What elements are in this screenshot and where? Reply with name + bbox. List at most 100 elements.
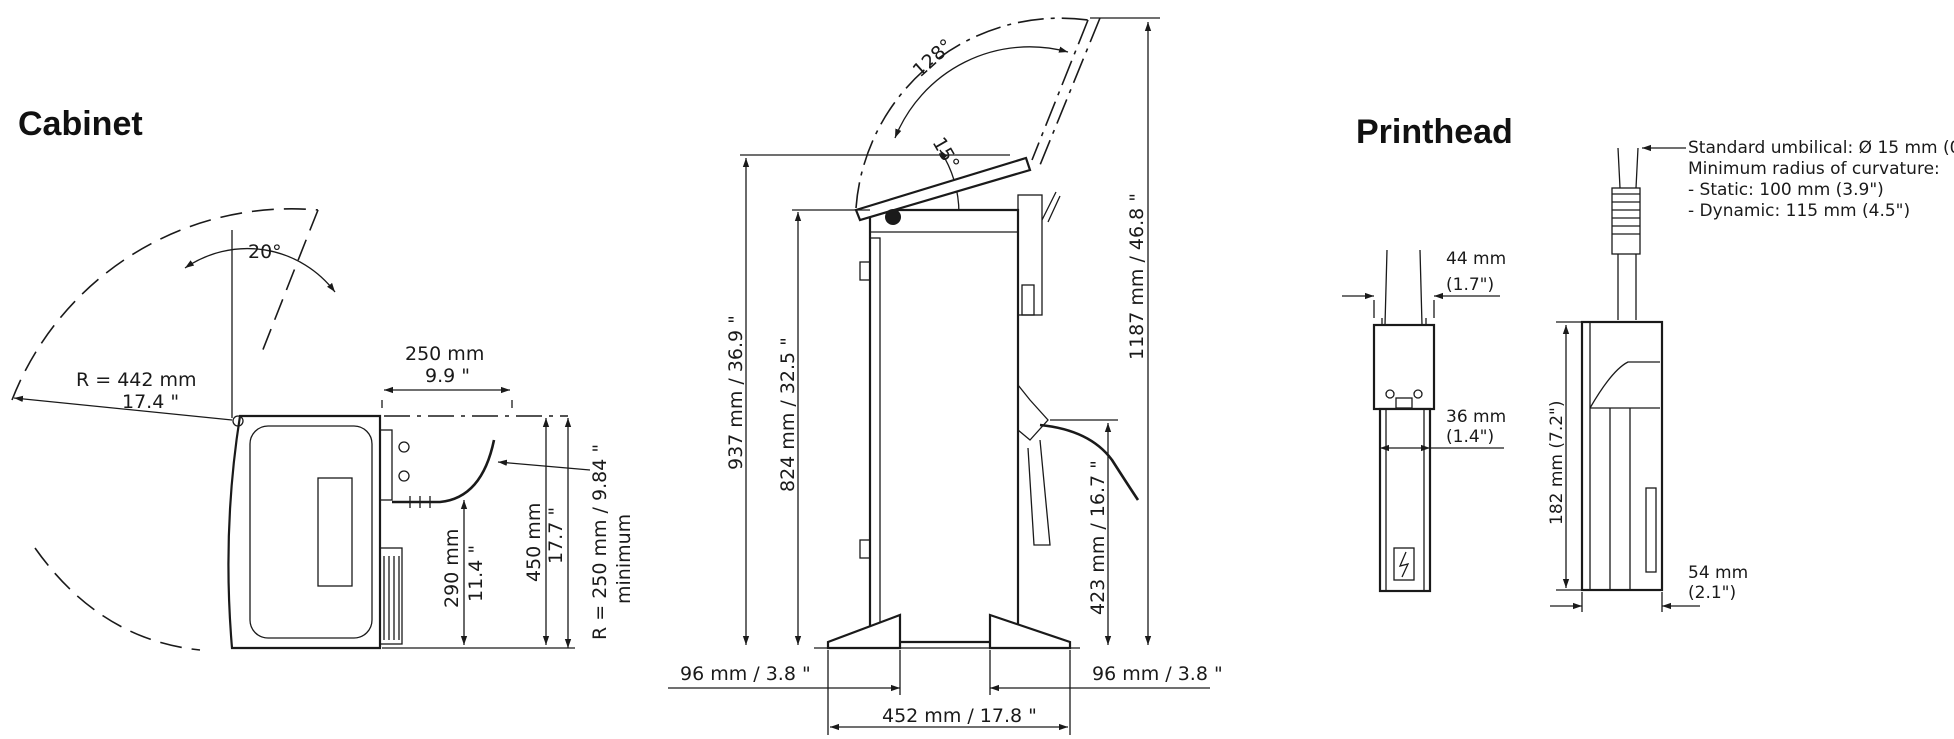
- connector-2: [398, 470, 410, 482]
- connector-1: [398, 441, 410, 453]
- side-view: 128° 15° 937 mm / 36.9 ": [668, 17, 1223, 735]
- printhead-cable: [1039, 423, 1140, 501]
- radius-arrow: [13, 395, 233, 421]
- dim-452-label: 452 mm / 17.8 ": [882, 705, 1037, 727]
- svg-text:450 mm: 450 mm: [523, 503, 545, 582]
- dim-36-mm: 36 mm: [1446, 407, 1506, 427]
- dim-937-label: 937 mm / 36.9 ": [725, 315, 747, 470]
- svg-text:minimum: minimum: [613, 514, 635, 604]
- svg-text:1187 mm / 46.8 ": 1187 mm / 46.8 ": [1126, 193, 1148, 360]
- machine-lid: [854, 156, 1032, 222]
- dim-54-mm: 54 mm: [1688, 563, 1748, 583]
- gland-ribs: [1612, 193, 1640, 235]
- dim-290-mm: 290 mm: [441, 529, 463, 608]
- printhead-view: Printhead 44 mm (1.7") 36 mm (1.4"): [1342, 113, 1954, 612]
- bend-min-label: minimum: [613, 514, 635, 604]
- angle-20-arc: [184, 247, 336, 293]
- cabinet-title: Cabinet: [18, 105, 143, 143]
- front-head-top: [1372, 323, 1436, 411]
- umbilical-ribs: [409, 496, 431, 508]
- svg-text:182 mm (7.2"): 182 mm (7.2"): [1547, 401, 1567, 526]
- cabinet-view: Cabinet 20° R = 442 mm 17.4 " 250 mm 9.9…: [11, 105, 635, 651]
- front-screw-right: [1413, 389, 1423, 399]
- front-cable: [1384, 249, 1423, 326]
- note-dynamic: - Dynamic: 115 mm (4.5"): [1688, 201, 1910, 221]
- cabinet-window: [317, 477, 353, 587]
- lid-lower-arc: [34, 547, 201, 651]
- hinge: [232, 415, 244, 427]
- svg-text:11.4 ": 11.4 ": [465, 545, 487, 602]
- ext-182: [1556, 321, 1582, 591]
- dim-250-in: 9.9 ": [425, 365, 470, 387]
- dim-250-ext: [381, 400, 513, 408]
- front-screw-left: [1385, 389, 1395, 399]
- base-foot-left: [826, 613, 902, 650]
- front-body-lines: [1385, 409, 1425, 590]
- dim-44-in: (1.7"): [1446, 275, 1494, 295]
- svg-text:937 mm / 36.9 ": 937 mm / 36.9 ": [725, 315, 747, 470]
- side-slot: [1645, 487, 1657, 573]
- dim-250-mm: 250 mm: [405, 343, 484, 365]
- ext-96: [899, 650, 991, 695]
- back-support: [1027, 439, 1051, 546]
- dim-44-mm: 44 mm: [1446, 249, 1506, 269]
- radius-mm-label: R = 442 mm: [76, 369, 197, 391]
- hv-warning-box: [1393, 547, 1415, 581]
- svg-text:824 mm / 32.5 ": 824 mm / 32.5 ": [777, 337, 799, 492]
- note-umbilical: Standard umbilical: Ø 15 mm (0.6"): [1688, 138, 1954, 158]
- dim-96-left-label: 96 mm / 3.8 ": [680, 663, 811, 685]
- ext-452: [827, 650, 1071, 735]
- side-body-lines: [1590, 407, 1660, 590]
- dim-54-in: (2.1"): [1688, 583, 1736, 603]
- side-umbilical: [1617, 147, 1639, 189]
- front-clip: [1381, 318, 1427, 326]
- angle-20-label: 20°: [248, 241, 282, 263]
- machine-body: [868, 208, 1020, 644]
- dim-450-in: 17.7 ": [545, 507, 567, 564]
- cabinet-door: [249, 425, 373, 639]
- dim-423-label: 423 mm / 16.7 ": [1087, 460, 1109, 615]
- connector-block: [379, 429, 393, 501]
- base-foot-right: [988, 613, 1072, 650]
- dim-290-in: 11.4 ": [465, 545, 487, 602]
- svg-text:17.7 ": 17.7 ": [545, 507, 567, 564]
- angle-15-label: 15°: [928, 134, 964, 174]
- svg-text:290 mm: 290 mm: [441, 529, 463, 608]
- hv-warning-icon: [1398, 551, 1410, 578]
- angle-128-arc: [894, 46, 1069, 139]
- printhead-title: Printhead: [1356, 113, 1513, 151]
- hinge-bottom: [859, 539, 871, 559]
- svg-text:423 mm / 16.7 ": 423 mm / 16.7 ": [1087, 460, 1109, 615]
- svg-text:15°: 15°: [928, 134, 964, 174]
- bend-radius-label: R = 250 mm / 9.84 ": [589, 444, 611, 640]
- lid-sweep-arc: [11, 208, 319, 401]
- svg-text:R = 250 mm / 9.84 ": R = 250 mm / 9.84 ": [589, 444, 611, 640]
- dim-36-in: (1.4"): [1446, 427, 1494, 447]
- hinge-top: [859, 261, 871, 281]
- side-cable-gland: [1611, 187, 1641, 255]
- radius-in-label: 17.4 ": [122, 391, 179, 413]
- bend-radius-leader: [497, 459, 591, 471]
- side-head-curve: [1589, 361, 1660, 409]
- angle-128-label: 128°: [909, 35, 958, 82]
- cabinet-body: [227, 414, 382, 650]
- dim-96-right-label: 96 mm / 3.8 ": [1092, 663, 1223, 685]
- svg-text:128°: 128°: [909, 35, 958, 82]
- ext-44: [1373, 300, 1435, 318]
- dim-182-label: 182 mm (7.2"): [1547, 401, 1567, 526]
- ext-54: [1581, 592, 1663, 612]
- cable-connector: [1017, 384, 1049, 441]
- dim-450-mm: 450 mm: [523, 503, 545, 582]
- grille-lines: [383, 556, 400, 640]
- lid-open-outline: [261, 209, 319, 353]
- front-head-body: [1378, 407, 1432, 593]
- lid-open-edge: [1031, 17, 1101, 166]
- note-static: - Static: 100 mm (3.9"): [1688, 180, 1884, 200]
- handle: [1041, 191, 1061, 223]
- dim-1187-label: 1187 mm / 46.8 ": [1126, 193, 1148, 360]
- dim-824-label: 824 mm / 32.5 ": [777, 337, 799, 492]
- fan-grille: [379, 547, 403, 645]
- side-cable-neck: [1617, 254, 1637, 320]
- umbilical: [392, 439, 496, 504]
